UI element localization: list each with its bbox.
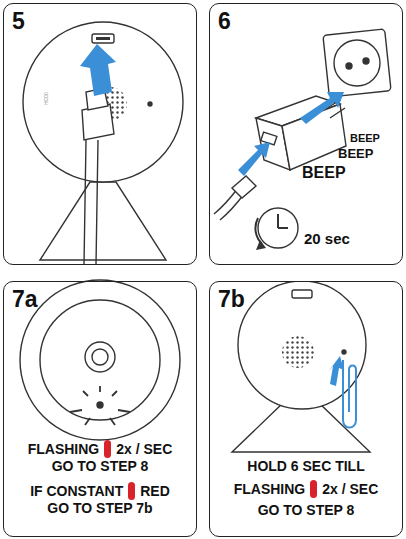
camera-reset — [282, 336, 314, 368]
instruction-text: 2x / SEC — [322, 481, 378, 497]
camera-front — [20, 280, 180, 440]
step-panel: 6BEEP BEEP BEEP 20 sec — [209, 3, 403, 265]
instruction-line: FLASHING 2x / SEC — [210, 480, 402, 498]
charger-socket — [363, 58, 369, 64]
charger-socket — [346, 63, 352, 69]
step-panel: 7bHOLD 6 SEC TILL FLASHING 2x / SEC GO TO S… — [209, 281, 403, 537]
camera-front — [97, 402, 103, 408]
charger-socket — [232, 176, 256, 198]
red-led-icon — [310, 480, 317, 498]
step-text: BEEP — [302, 164, 346, 182]
camera-front — [85, 342, 115, 372]
camera-back — [40, 182, 166, 260]
charger-socket — [255, 218, 262, 244]
plug-arrows — [238, 92, 344, 176]
charger-socket — [256, 240, 266, 250]
step-number: 7b — [218, 286, 245, 312]
step-text: BEEP — [350, 132, 380, 145]
instruction-text: HOLD 6 SEC TILL — [247, 458, 364, 474]
step-number: 6 — [218, 8, 231, 34]
camera-back: HC00 — [43, 92, 49, 105]
charger-socket — [323, 29, 391, 97]
camera-back — [82, 104, 114, 140]
step-panel: 7aFLASHING 2x / SECGO TO STEP 8 IF CONSTAN… — [3, 281, 197, 537]
instruction-text: GO TO STEP 8 — [258, 502, 355, 518]
instruction-line: GO TO STEP 8 — [4, 458, 196, 474]
red-led-icon — [104, 440, 111, 458]
camera-back — [96, 37, 110, 40]
camera-reset — [238, 282, 366, 409]
step-number: 7a — [12, 286, 38, 312]
step-text: BEEP — [338, 147, 373, 162]
camera-back — [23, 22, 183, 182]
camera-reset — [343, 360, 356, 428]
instruction-line: FLASHING 2x / SEC — [4, 440, 196, 458]
camera-front — [70, 386, 130, 425]
camera-front — [92, 349, 108, 365]
instruction-text: RED — [140, 483, 170, 499]
instruction-text: FLASHING — [234, 481, 306, 497]
step-panel: 5 — [3, 3, 197, 265]
camera-back — [80, 44, 116, 96]
instruction-line: GO TO STEP 7b — [4, 500, 196, 516]
instruction-line: GO TO STEP 8 — [210, 502, 402, 518]
charger-socket — [258, 208, 298, 248]
red-led-icon — [128, 482, 135, 500]
camera-reset — [292, 290, 312, 298]
plug-arrows — [238, 142, 270, 176]
charger-socket — [334, 40, 380, 86]
instruction-line: IF CONSTANT RED — [4, 482, 196, 500]
step-number: 5 — [12, 8, 25, 34]
camera-front — [20, 280, 180, 440]
camera-reset — [232, 282, 370, 452]
camera-back: HC00 — [23, 22, 183, 264]
camera-back — [92, 34, 114, 43]
camera-back — [84, 140, 98, 264]
instruction-text: GO TO STEP 7b — [47, 500, 152, 516]
instruction-text: IF CONSTANT — [30, 483, 123, 499]
plug-arrows — [300, 92, 344, 124]
step-text: 20 sec — [304, 230, 350, 247]
instruction-text: 2x / SEC — [116, 441, 172, 457]
camera-reset — [328, 356, 344, 386]
instruction-text: FLASHING — [28, 441, 100, 457]
camera-back — [148, 102, 152, 106]
camera-reset — [342, 350, 346, 354]
instruction-text: GO TO STEP 8 — [52, 458, 149, 474]
charger-socket — [214, 29, 391, 250]
instruction-line: HOLD 6 SEC TILL — [210, 458, 402, 474]
camera-front — [40, 300, 160, 420]
charger-socket — [278, 214, 288, 228]
